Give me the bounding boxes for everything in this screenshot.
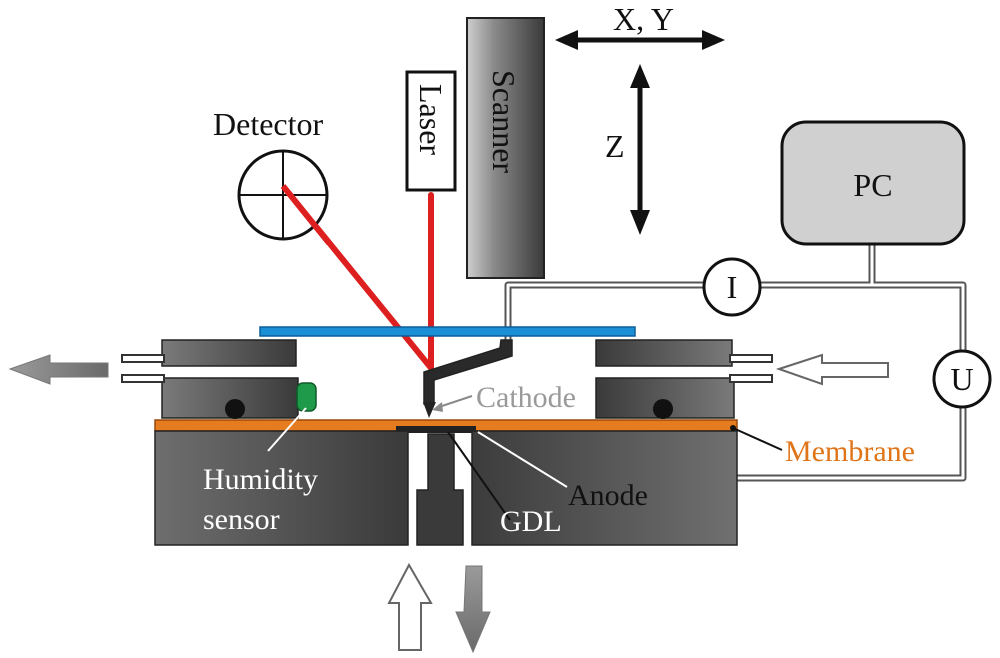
z-axis-label: Z — [605, 128, 625, 164]
lower-block-right — [471, 430, 738, 546]
voltmeter-label: U — [950, 361, 973, 397]
cathode-label: Cathode — [476, 381, 576, 414]
voltmeter-circle — [932, 349, 992, 409]
left-arrow-outline-icon — [775, 353, 889, 386]
z-axis-arrow — [630, 64, 650, 235]
membrane-leader — [732, 427, 783, 451]
scanner-label: Scanner — [486, 70, 522, 173]
lower-block-left — [154, 430, 409, 546]
pc-box — [780, 120, 966, 246]
o-ring-left — [225, 399, 245, 419]
o-ring-right — [653, 399, 673, 419]
humidity-label-line2: sensor — [203, 503, 280, 536]
up-arrow-outline-icon — [387, 562, 433, 651]
xy-axis-label: X, Y — [613, 1, 674, 37]
left-arrow-icon — [8, 354, 109, 385]
pc-label: PC — [853, 167, 892, 203]
down-arrow-icon — [455, 565, 491, 654]
scanner-body — [466, 17, 545, 279]
gdl-label: GDL — [500, 505, 562, 538]
laser-label: Laser — [413, 84, 449, 155]
humidity-label-line1: Humidity — [203, 463, 318, 496]
electrode-cathode-layer — [396, 426, 476, 433]
ammeter-circle — [702, 257, 762, 317]
upper-clamp-left-top — [161, 339, 297, 367]
membrane-label: Membrane — [785, 435, 915, 468]
upper-clamp-right-top — [595, 339, 733, 367]
gas-pipes — [121, 354, 773, 383]
laser-box — [405, 70, 457, 192]
humidity-sensor — [296, 382, 317, 412]
humidity-leader — [267, 407, 307, 452]
detector-label: Detector — [213, 106, 324, 142]
ammeter-label: I — [727, 269, 738, 305]
sample-plate — [259, 326, 636, 337]
gdl-leader — [447, 431, 511, 521]
anode-gdl-column — [416, 433, 464, 546]
anode-label: Anode — [568, 479, 648, 512]
cantilever-probe — [423, 339, 513, 418]
anode-leader — [477, 431, 568, 488]
xy-axis-arrow — [555, 30, 725, 50]
